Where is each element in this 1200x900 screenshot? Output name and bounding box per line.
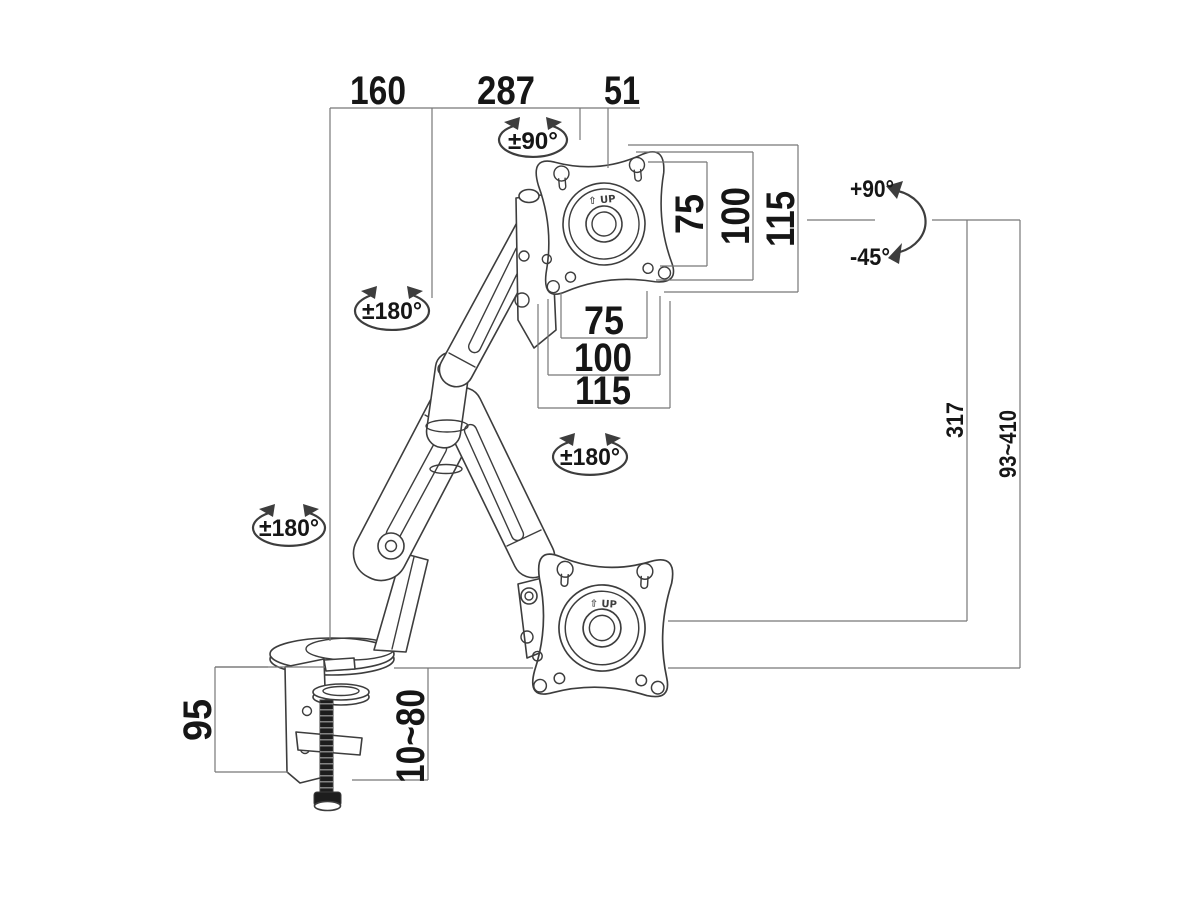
dim-100-bottom-label: 100 (574, 336, 632, 380)
rotation-badge-elbow: ±180° (353, 286, 431, 332)
tilt-arc: +90° -45° (850, 176, 927, 271)
up-label-bottom-plate: ⇧ UP (589, 598, 617, 610)
rotation-badge-base-swivel: ±180° (251, 504, 327, 547)
tilt-up-label: +90° (850, 176, 894, 203)
rotation-badge-head-swivel: ±180° (551, 433, 629, 476)
tension-adjuster-boss (377, 532, 405, 560)
dim-95-label: 95 (176, 699, 220, 741)
dim-93-410-label: 93~410 (995, 410, 1022, 478)
dim-115-side-label: 115 (759, 191, 803, 247)
vesa-plate-top: ⇧ UP (533, 149, 676, 296)
dim-51-label: 51 (604, 69, 640, 113)
clamp-screw (313, 699, 342, 812)
vesa-side-brackets (628, 144, 799, 293)
vesa-bottom-brackets (537, 291, 671, 409)
top-dimension-lines (329, 107, 640, 641)
dim-100-side-label: 100 (714, 187, 758, 245)
dimension-labels: 160 287 51 75 100 115 75 100 115 317 93~… (176, 69, 1022, 783)
head-swivel-label: ±180° (560, 444, 620, 471)
vesa-plate-bottom: ⇧ UP (529, 552, 675, 702)
dim-160-label: 160 (350, 69, 406, 113)
elbow-rotation-label: ±180° (362, 298, 422, 325)
right-reference-lines (668, 219, 1021, 668)
clamp-brackets (214, 666, 429, 781)
dim-10-80-label: 10~80 (389, 689, 433, 783)
riser-column (373, 552, 429, 653)
dim-287-label: 287 (477, 69, 535, 113)
dim-115-bottom-label: 115 (575, 369, 631, 413)
dim-75-side-label: 75 (668, 194, 712, 234)
base-swivel-label: ±180° (259, 515, 319, 542)
tilt-down-label: -45° (850, 244, 890, 271)
up-label-top-plate: ⇧ UP (588, 194, 616, 207)
dim-317-label: 317 (942, 402, 969, 438)
dim-75-bottom-label: 75 (584, 299, 624, 343)
rotation-badge-top-swivel: ±90° (497, 117, 569, 158)
swivel-top-label: ±90° (508, 128, 558, 155)
